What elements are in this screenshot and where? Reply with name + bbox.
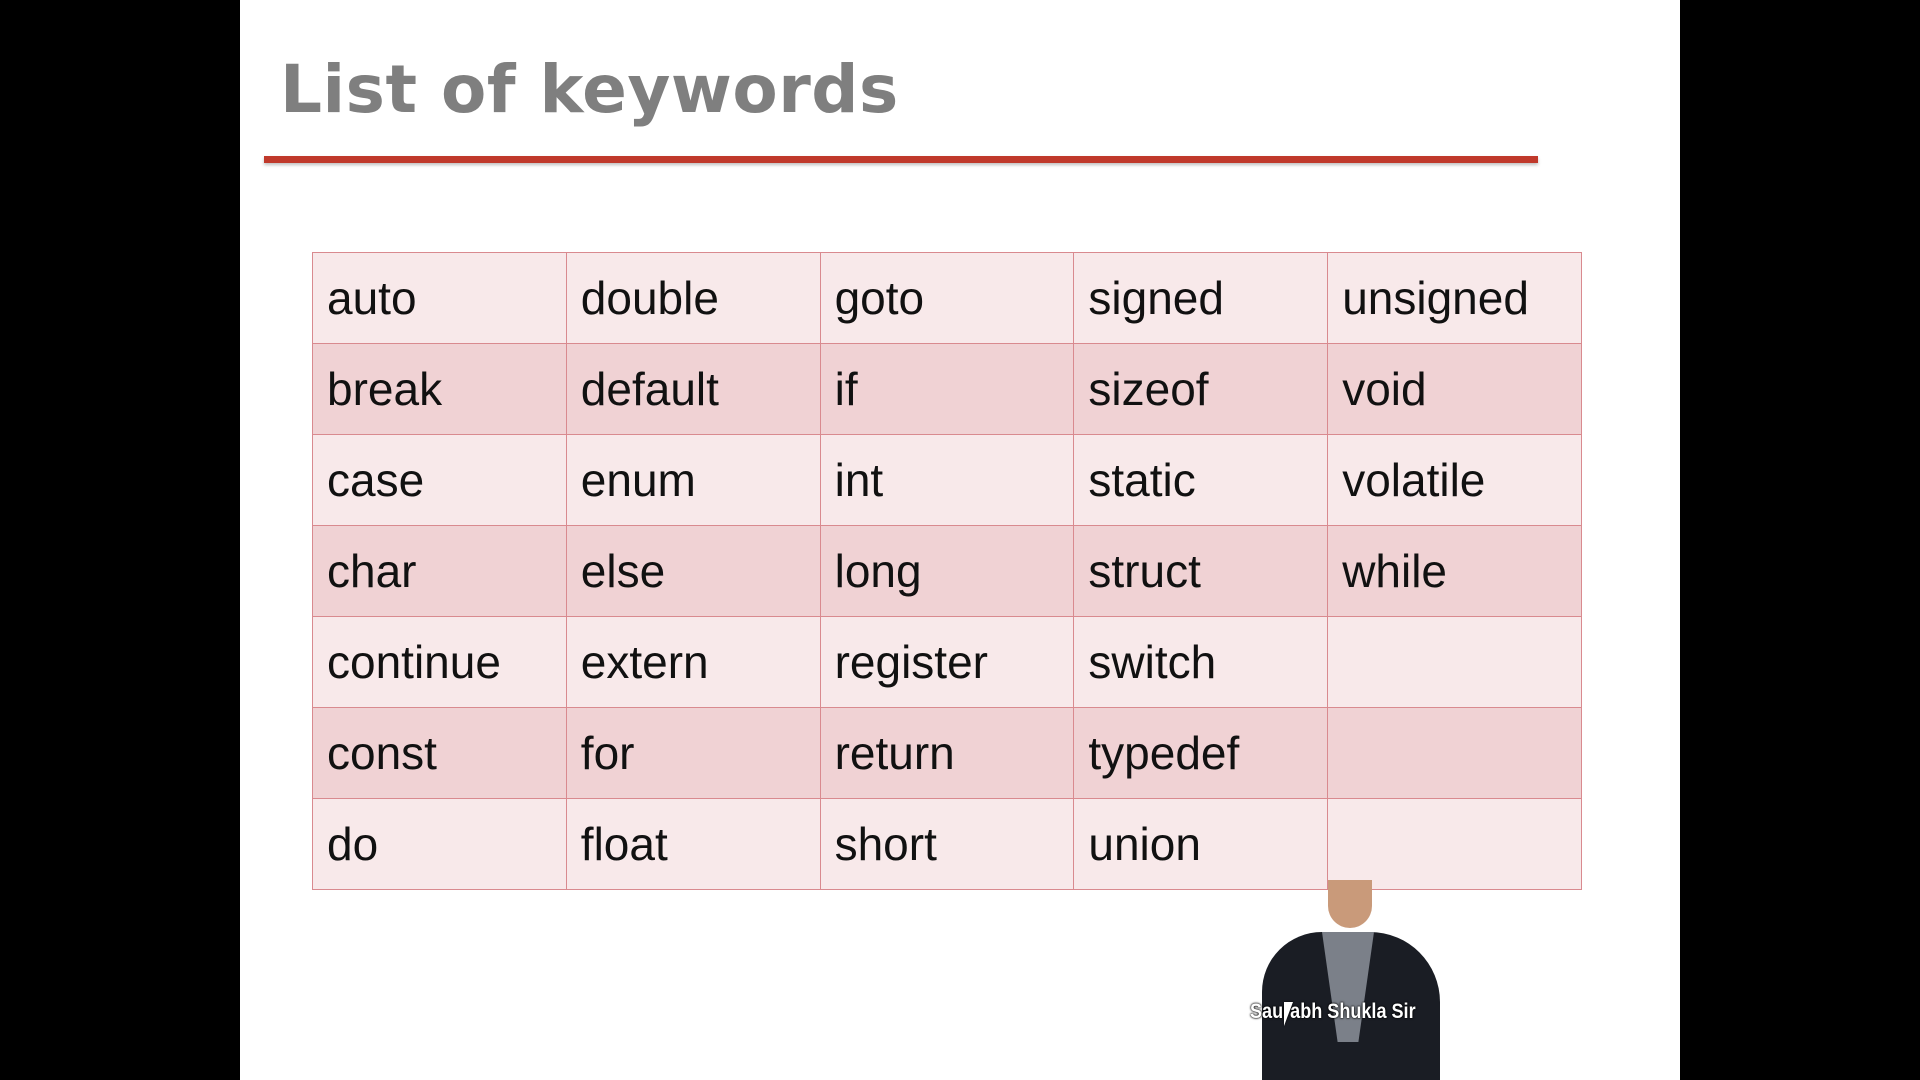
keyword-cell: case	[312, 434, 567, 526]
keyword-cell: return	[819, 707, 1075, 799]
keyword-cell: enum	[565, 434, 821, 526]
keyword-cell: float	[565, 798, 821, 890]
mouse-cursor-icon	[1284, 1002, 1293, 1026]
title-underline	[264, 156, 1538, 163]
keyword-cell: void	[1327, 343, 1582, 435]
keyword-cell: struct	[1073, 525, 1329, 617]
presenter-name: Saurabh Shukla Sir	[1250, 1000, 1416, 1023]
keyword-cell: while	[1327, 525, 1582, 617]
keyword-cell: typedef	[1073, 707, 1329, 799]
keyword-cell: extern	[565, 616, 821, 708]
keyword-cell	[1327, 798, 1582, 890]
keyword-cell: short	[819, 798, 1075, 890]
keyword-cell: volatile	[1327, 434, 1582, 526]
keyword-cell	[1327, 616, 1582, 708]
keyword-cell: auto	[312, 252, 567, 344]
keyword-cell: do	[312, 798, 567, 890]
keyword-cell: const	[312, 707, 567, 799]
keyword-cell: break	[312, 343, 567, 435]
keyword-cell: static	[1073, 434, 1329, 526]
keyword-cell: union	[1073, 798, 1329, 890]
keyword-cell: char	[312, 525, 567, 617]
presenter-video-overlay: Saurabh Shukla Sir	[1244, 880, 1440, 1080]
keyword-cell: double	[565, 252, 821, 344]
keyword-cell: signed	[1073, 252, 1329, 344]
keyword-cell: continue	[312, 616, 567, 708]
slide-title: List of keywords	[280, 51, 899, 128]
keyword-cell: if	[819, 343, 1075, 435]
keyword-cell	[1327, 707, 1582, 799]
keyword-cell: sizeof	[1073, 343, 1329, 435]
keyword-cell: else	[565, 525, 821, 617]
keyword-cell: long	[819, 525, 1075, 617]
presenter-head	[1328, 880, 1372, 928]
keyword-cell: goto	[819, 252, 1075, 344]
keyword-cell: switch	[1073, 616, 1329, 708]
keyword-cell: int	[819, 434, 1075, 526]
keyword-cell: default	[565, 343, 821, 435]
keyword-cell: unsigned	[1327, 252, 1582, 344]
keyword-cell: for	[565, 707, 821, 799]
keyword-cell: register	[819, 616, 1075, 708]
